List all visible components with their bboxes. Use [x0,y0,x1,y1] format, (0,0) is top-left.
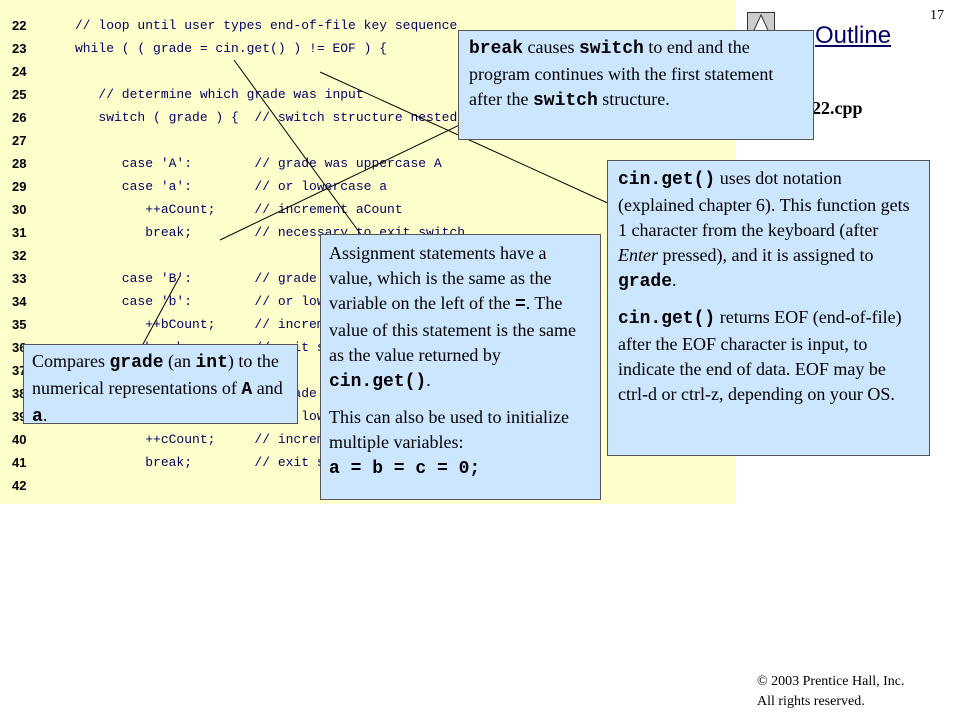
line-number: 23 [12,41,27,56]
code-line: 30 ++aCount; // increment aCount [0,200,736,220]
line-number: 37 [12,363,27,378]
line-number: 41 [12,455,27,470]
line-number: 26 [12,110,27,125]
line-number: 27 [12,133,27,148]
file-name: 22.cpp [812,98,863,118]
code-text: ++aCount; // increment aCount [75,202,403,217]
line-number: 33 [12,271,27,286]
code-line: 37 [0,361,736,381]
code-line: 22 // loop until user types end-of-file k… [0,16,736,36]
code-text: case 'A': // grade was uppercase A [75,156,442,171]
arrow-assignment [233,59,363,237]
line-number: 31 [12,225,27,240]
callout-cin-get: cin.get() uses dot notation (explained c… [607,160,930,456]
line-number: 36 [12,340,27,355]
code-line: 32 [0,246,736,266]
code-text: switch ( grade ) { // switch structure n… [75,110,528,125]
code-line: 42 [0,476,736,496]
copyright-line-1: © 2003 Prentice Hall, Inc. [757,674,905,689]
copyright-line-2: All rights reserved. [757,694,865,709]
code-line: 23 while ( ( grade = cin.get() ) != EOF )… [0,39,736,59]
line-number: 42 [12,478,27,493]
line-number: 35 [12,317,27,332]
code-line: 29 case 'a': // or lowercase a [0,177,736,197]
line-number: 34 [12,294,27,309]
code-text: while ( ( grade = cin.get() ) != EOF ) { [75,41,388,56]
code-line: 26 switch ( grade ) { // switch structur… [0,108,736,128]
code-text: case 'a': // or lowercase a [75,179,388,194]
line-number: 29 [12,179,27,194]
code-line: 24 [0,62,736,82]
line-number: 22 [12,18,27,33]
code-line: 28 case 'A': // grade was uppercase A [0,154,736,174]
page-number: 17 [930,8,944,23]
code-text: // loop until user types end-of-file key… [75,18,458,33]
copyright: © 2003 Prentice Hall, Inc. All rights re… [757,672,905,712]
code-line: 27 [0,131,736,151]
outline-link[interactable]: Outline [815,22,892,49]
line-number: 38 [12,386,27,401]
arrow-break [219,119,471,241]
arrow-compares [141,275,181,347]
callout-compares: Compares grade (an int) to the numerical… [23,344,298,427]
line-number: 32 [12,248,27,263]
line-number: 40 [12,432,27,447]
line-number: 25 [12,87,27,102]
line-number: 28 [12,156,27,171]
line-number: 24 [12,64,27,79]
line-number: 39 [12,409,27,424]
callout-assignment: Assignment statements have a value, whic… [320,234,601,500]
line-number: 30 [12,202,27,217]
callout-break: break causes switch to end and the progr… [458,30,814,140]
